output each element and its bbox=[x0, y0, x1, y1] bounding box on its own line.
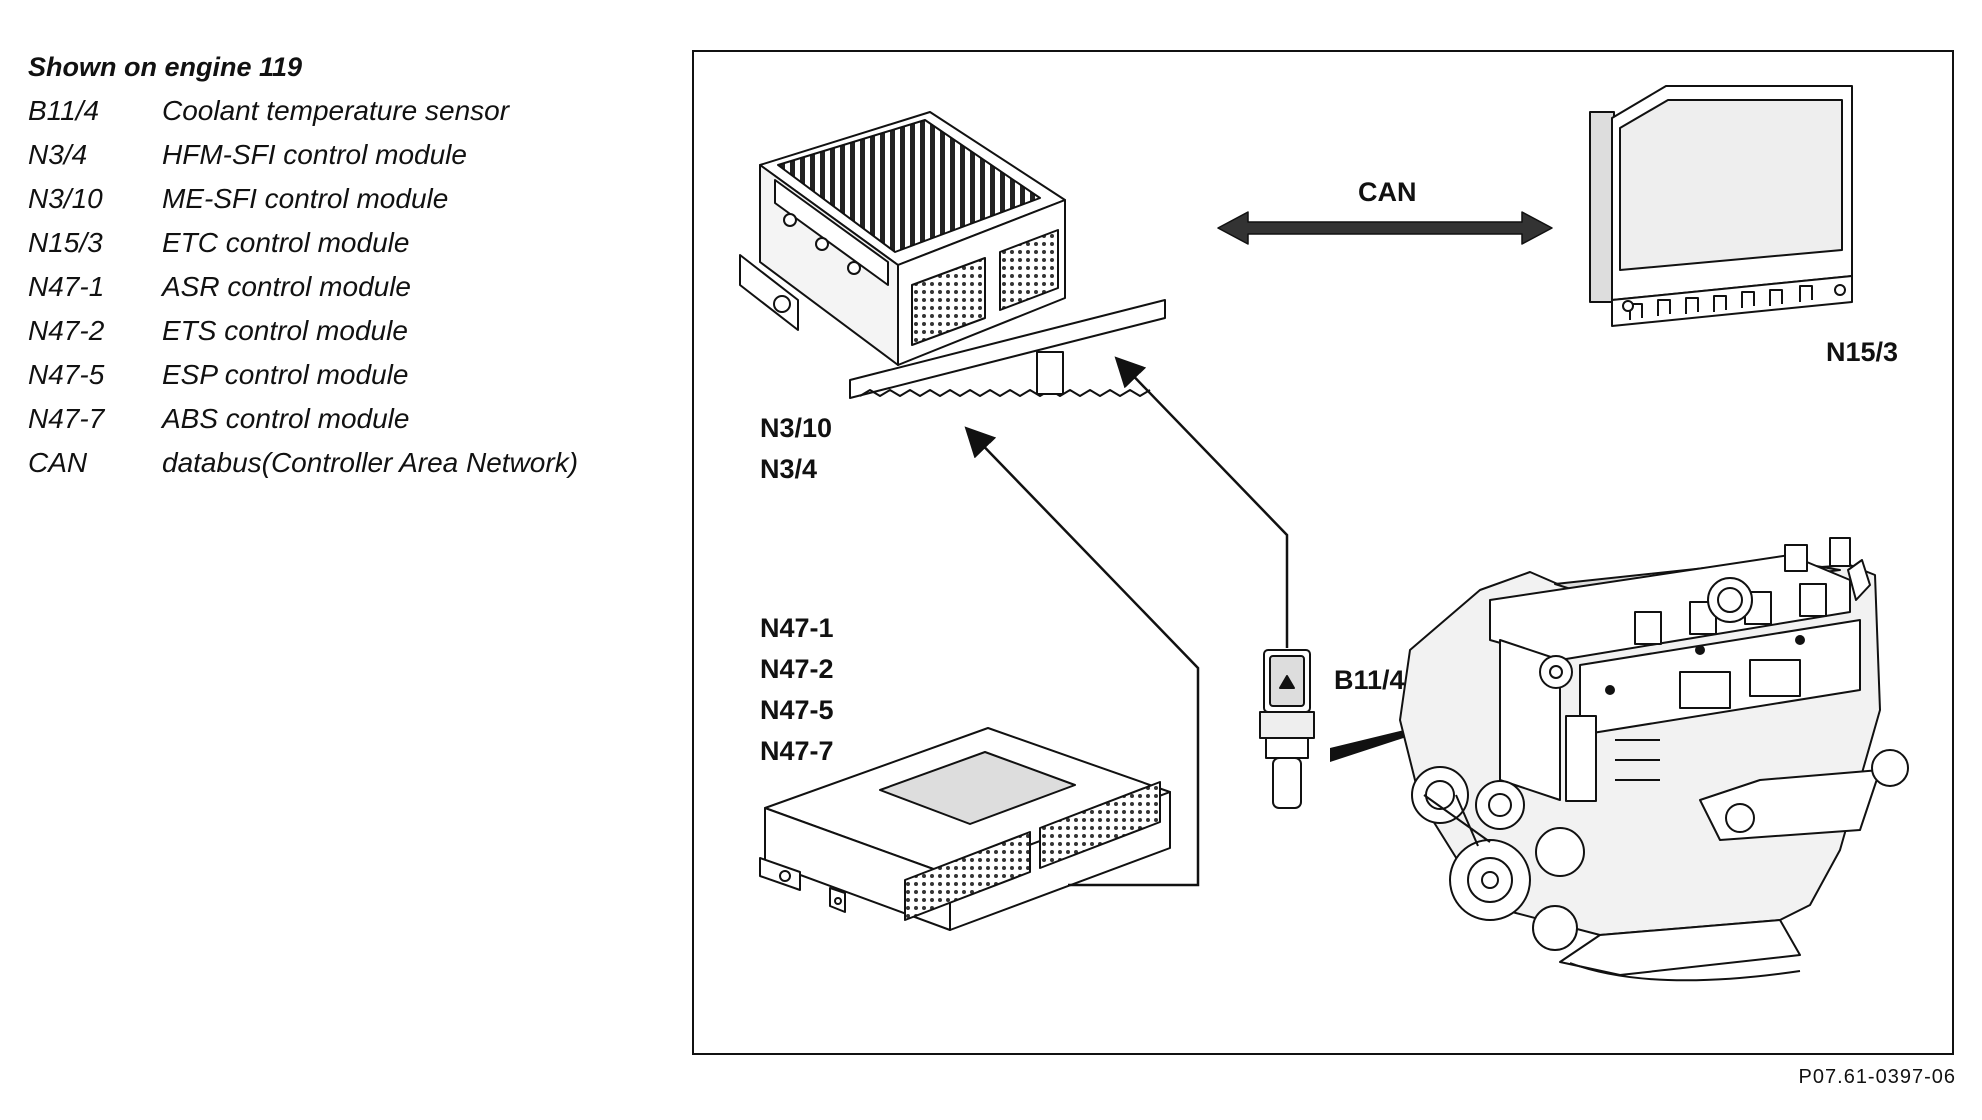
abs-module-label: N47-1 bbox=[760, 613, 834, 643]
legend: Shown on engine 119 B11/4 Coolant tempera… bbox=[28, 52, 678, 485]
n47-to-me-signal-line bbox=[964, 426, 1200, 887]
legend-code: N47-2 bbox=[28, 315, 105, 346]
legend-title: Shown on engine 119 bbox=[28, 52, 303, 82]
abs-module-label: N47-2 bbox=[760, 654, 834, 684]
legend-code: N47-5 bbox=[28, 359, 105, 390]
legend-code: CAN bbox=[28, 447, 88, 478]
can-bus-arrow bbox=[1217, 211, 1553, 245]
legend-description: databus(Controller Area Network) bbox=[162, 447, 579, 478]
legend-item: N47-5 ESP control module bbox=[28, 353, 678, 397]
me-module-label: N3/10 bbox=[760, 413, 833, 443]
legend-item: N3/4 HFM-SFI control module bbox=[28, 133, 678, 177]
diagram-frame bbox=[692, 50, 1954, 1055]
legend-description: ASR control module bbox=[162, 271, 412, 302]
legend-description: Coolant temperature sensor bbox=[162, 95, 510, 126]
etc-control-module bbox=[1589, 85, 1853, 327]
can-label: CAN bbox=[1358, 177, 1417, 207]
legend-code: N3/10 bbox=[28, 183, 103, 214]
legend-item: N47-1 ASR control module bbox=[28, 265, 678, 309]
legend-code: N47-1 bbox=[28, 271, 105, 302]
legend-code: N3/4 bbox=[28, 139, 88, 170]
me-module-label: N3/4 bbox=[760, 454, 818, 484]
abs-module-labels: N47-1 N47-2 N47-5 N47-7 bbox=[760, 608, 834, 772]
legend-item: N47-2 ETS control module bbox=[28, 309, 678, 353]
legend-description: ME-SFI control module bbox=[162, 183, 449, 214]
sensor-label: B11/4 bbox=[1334, 665, 1405, 695]
engine-119 bbox=[1399, 537, 1909, 982]
legend-description: ETS control module bbox=[162, 315, 408, 346]
me-sfi-control-module bbox=[739, 111, 1166, 399]
abs-module-label: N47-7 bbox=[760, 736, 834, 766]
n47-control-module bbox=[759, 727, 1171, 931]
legend-code: N47-7 bbox=[28, 403, 105, 434]
legend-item: B11/4 Coolant temperature sensor bbox=[28, 89, 678, 133]
legend-description: ESP control module bbox=[162, 359, 409, 390]
legend-code: B11/4 bbox=[28, 95, 100, 126]
b11-4-to-me-signal-line bbox=[1114, 356, 1289, 648]
legend-description: ABS control module bbox=[162, 403, 410, 434]
legend-item: N3/10 ME-SFI control module bbox=[28, 177, 678, 221]
legend-description: HFM-SFI control module bbox=[162, 139, 467, 170]
legend-item: N15/3 ETC control module bbox=[28, 221, 678, 265]
legend-code: N15/3 bbox=[28, 227, 103, 258]
etc-module-label: N15/3 bbox=[1826, 337, 1899, 367]
abs-module-label: N47-5 bbox=[760, 695, 834, 725]
legend-item: CAN databus(Controller Area Network) bbox=[28, 441, 678, 485]
me-module-labels: N3/10 N3/4 bbox=[760, 408, 832, 490]
figure-reference: P07.61-0397-06 bbox=[1798, 1066, 1956, 1088]
coolant-temperature-sensor bbox=[1259, 649, 1315, 809]
legend-description: ETC control module bbox=[162, 227, 410, 258]
legend-item: N47-7 ABS control module bbox=[28, 397, 678, 441]
